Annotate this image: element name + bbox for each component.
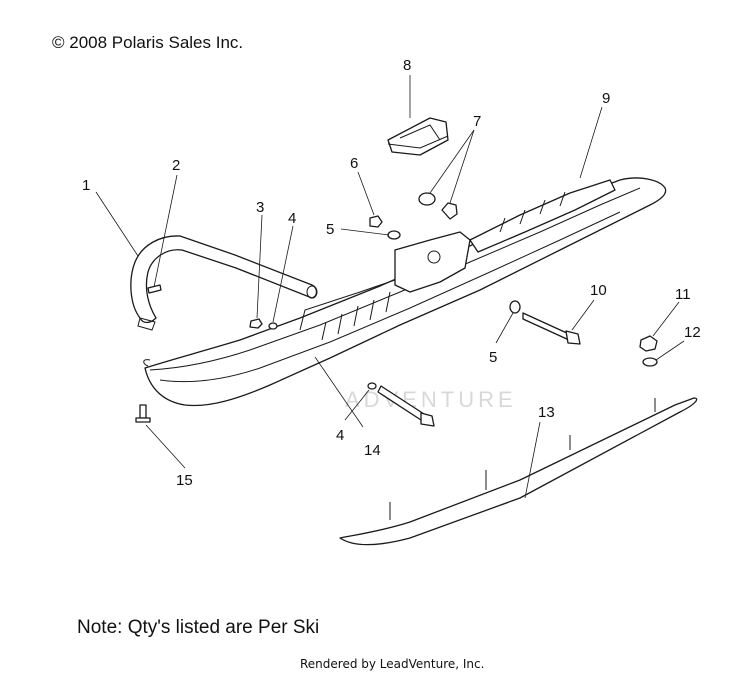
callout-10: 10: [590, 282, 607, 299]
watermark-text: ADVENTURE: [345, 387, 517, 412]
callout-4-upper: 4: [288, 210, 296, 227]
nut-part-3: [249, 318, 263, 329]
washer-part-4-a: [268, 322, 278, 330]
lock-nut-part-11: [639, 335, 658, 352]
callout-2: 2: [172, 157, 180, 174]
callout-11: 11: [675, 286, 691, 303]
washer-part-12: [642, 357, 658, 367]
callout-14: 14: [364, 442, 381, 459]
callout-9: 9: [602, 90, 610, 107]
handle-loop-part-1: [130, 235, 318, 331]
leader-lines: [95, 75, 685, 499]
callout-12: 12: [684, 324, 701, 341]
bolt-part-14: [377, 385, 435, 427]
quantity-note: Note: Qty's listed are Per Ski: [77, 617, 320, 638]
callout-15: 15: [176, 472, 193, 489]
callout-6: 6: [350, 155, 358, 172]
pin-part-15: [135, 404, 151, 423]
callout-1: 1: [82, 177, 90, 194]
callout-3: 3: [256, 199, 264, 216]
rendered-by-credit: Rendered by LeadVenture, Inc.: [300, 657, 485, 671]
callout-5-upper: 5: [326, 221, 334, 238]
callout-13: 13: [538, 404, 555, 421]
bushing-part-7-a: [418, 192, 436, 206]
bushing-part-7-b: [441, 202, 458, 220]
washer-part-5-a: [387, 230, 401, 240]
callout-8: 8: [403, 57, 411, 74]
washer-part-5-b: [509, 300, 521, 314]
rivet-part-2: [147, 284, 162, 294]
cushion-block-part-8: [387, 117, 449, 156]
nut-part-6: [369, 215, 383, 228]
copyright-notice: © 2008 Polaris Sales Inc.: [52, 33, 244, 52]
bolt-part-10: [522, 312, 581, 345]
carbide-runner-part-13: [339, 397, 698, 546]
callout-5-lower: 5: [489, 349, 497, 366]
ski-body-part-9: [143, 177, 667, 407]
washer-part-4-b: [367, 382, 377, 390]
callout-7: 7: [473, 113, 481, 130]
callout-4-lower: 4: [336, 427, 344, 444]
